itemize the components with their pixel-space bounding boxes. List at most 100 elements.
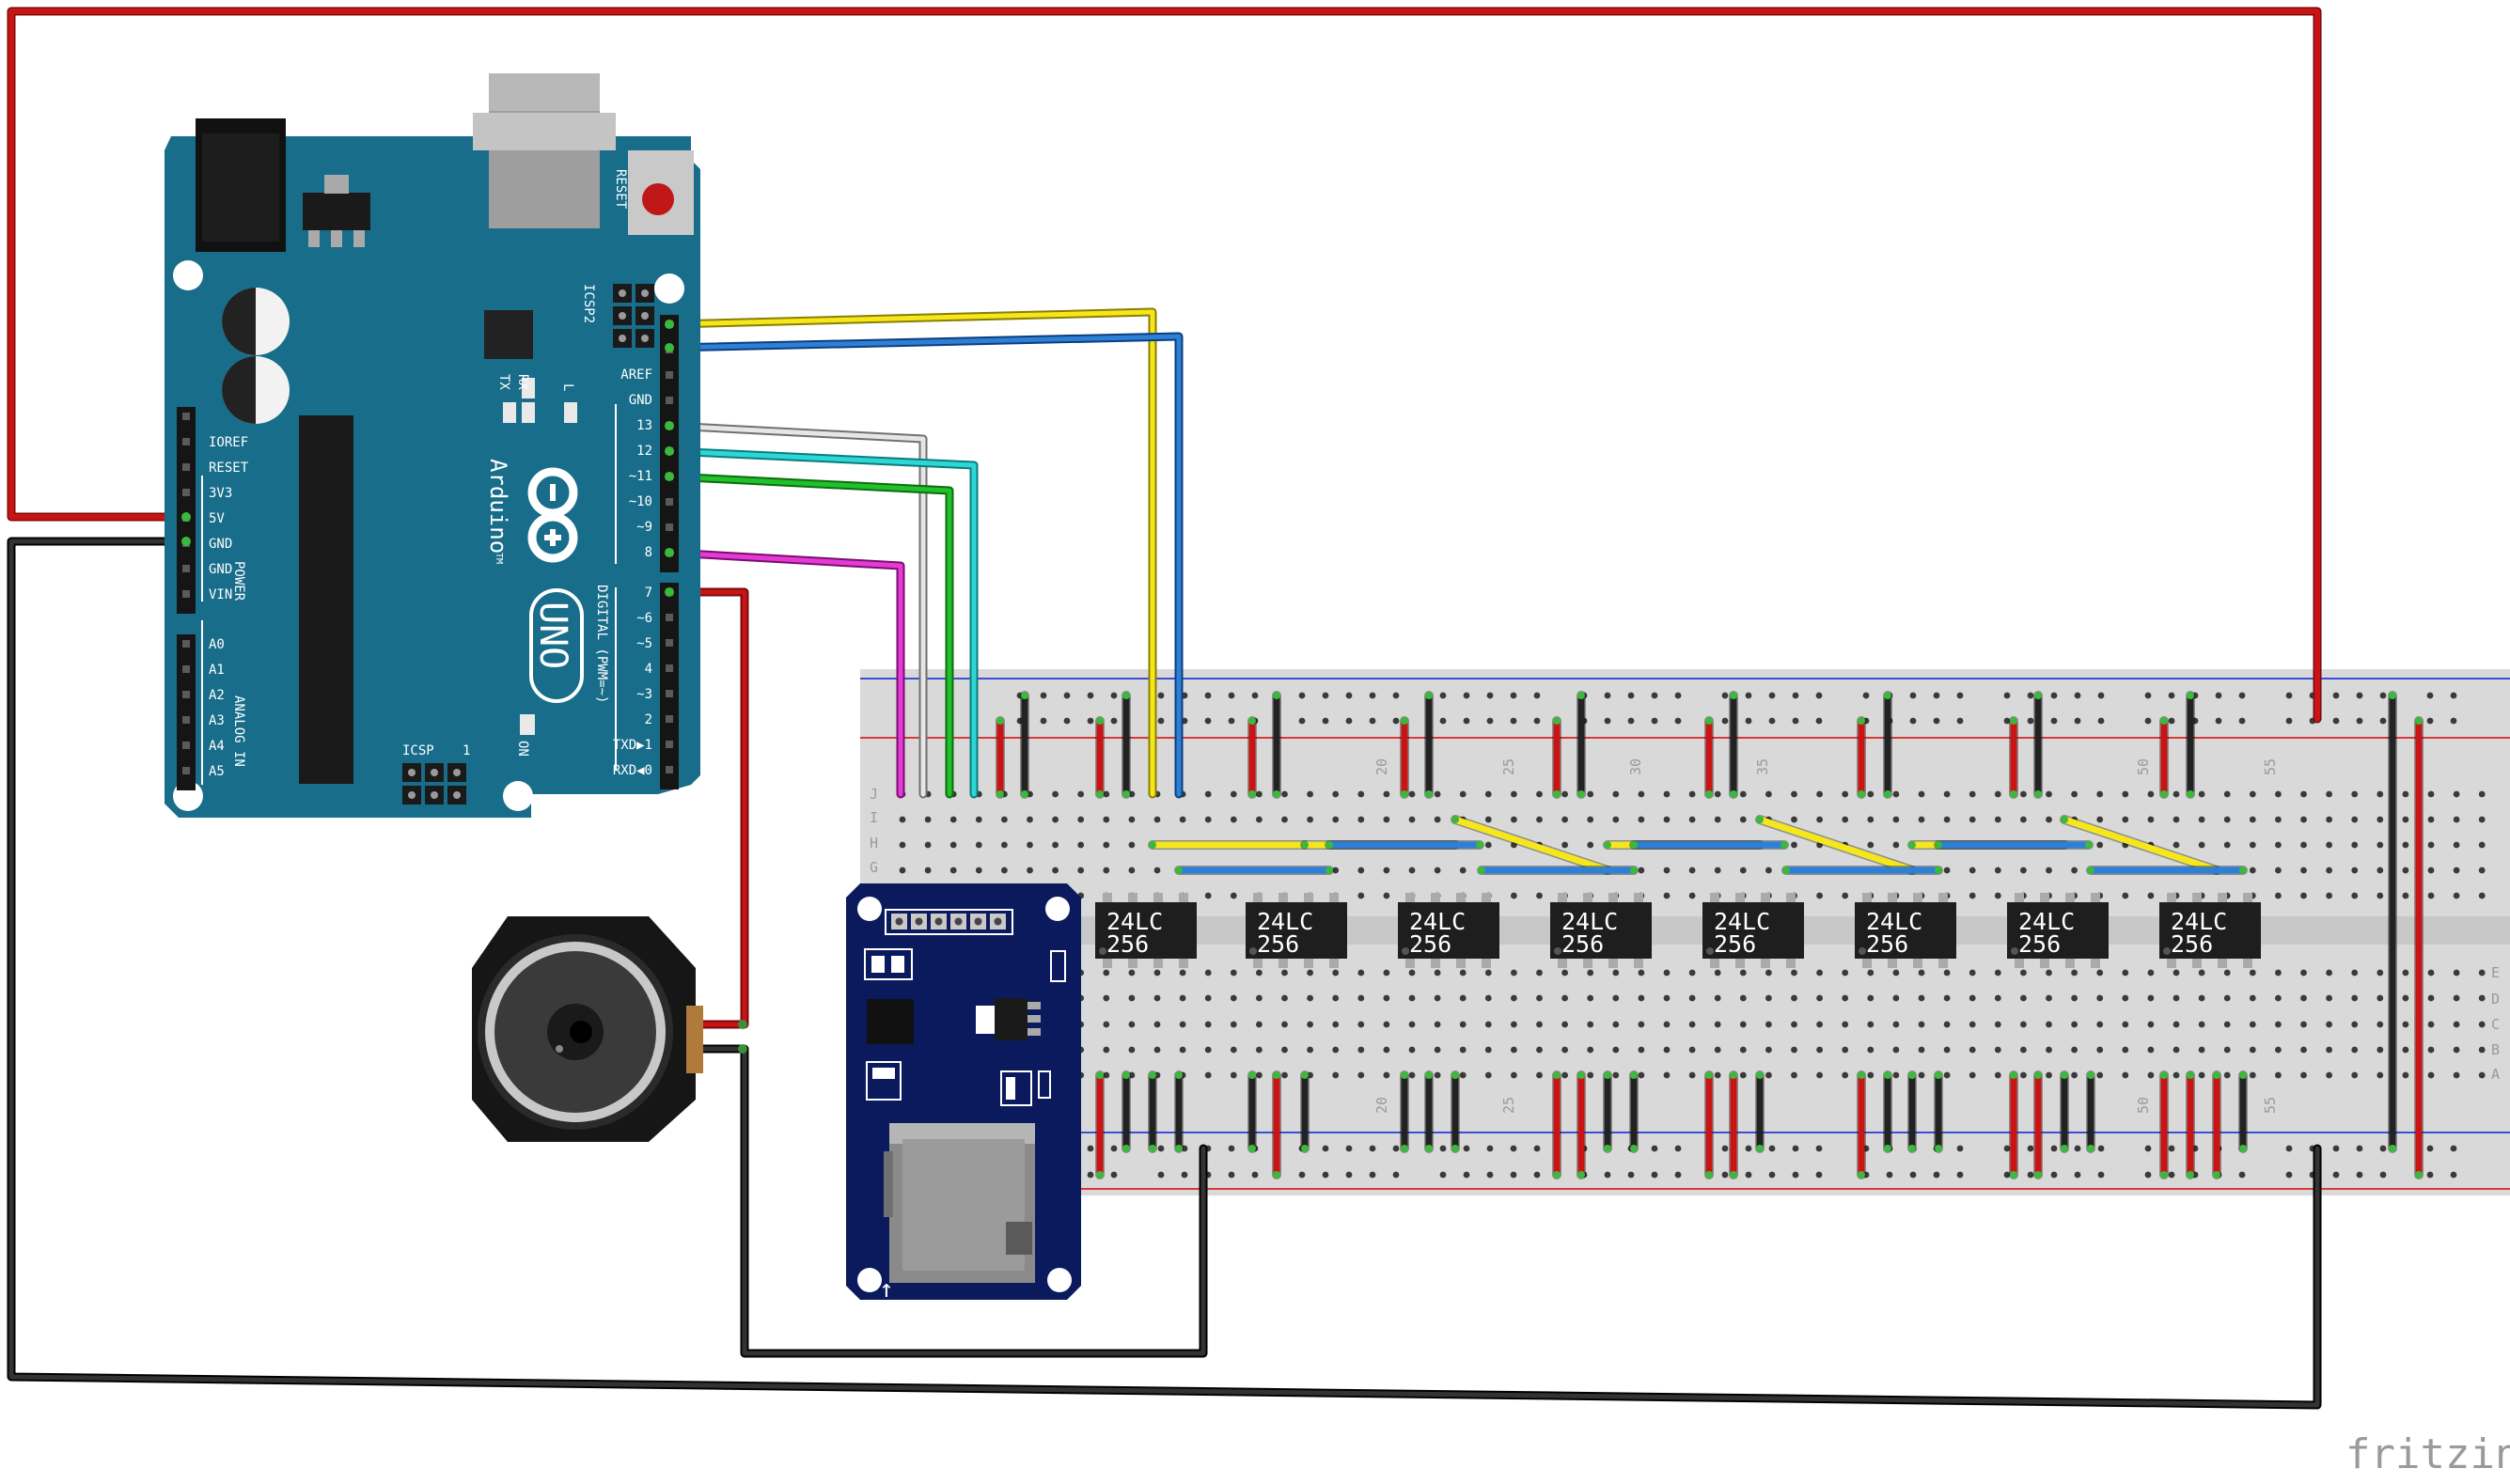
sd-arrow-icon: ↑ bbox=[879, 1275, 894, 1304]
column-number-30: 30 bbox=[1627, 758, 1644, 775]
icsp-header bbox=[402, 763, 466, 804]
usb-chip bbox=[484, 310, 533, 359]
digital-pin-label: 4 bbox=[645, 662, 652, 677]
reset-label: RESET bbox=[613, 169, 628, 210]
fritzing-watermark: fritzing bbox=[2345, 1430, 2510, 1478]
eeprom-chip-line2: 256 bbox=[1106, 930, 1149, 958]
analog-pin-label: A0 bbox=[209, 637, 225, 652]
rx-led bbox=[522, 402, 535, 423]
digital-pin-label: ~11 bbox=[629, 469, 652, 484]
eeprom-chip-line2: 256 bbox=[1714, 930, 1756, 958]
wire-5v-core bbox=[8, 8, 2320, 722]
digital-pin-label: RXD◀0 bbox=[613, 763, 652, 778]
eeprom-chip-line1: 24LC bbox=[1257, 908, 1313, 935]
power-pin-label: RESET bbox=[209, 461, 249, 476]
speaker bbox=[472, 916, 747, 1142]
icsp-pin1-label: 1 bbox=[463, 743, 470, 758]
digital-pin-label: ~3 bbox=[636, 687, 652, 702]
reset-button-cap[interactable] bbox=[642, 183, 674, 215]
digital-pin-label: ~6 bbox=[636, 611, 652, 626]
wires bbox=[7, 7, 2322, 1410]
column-number-50: 50 bbox=[2135, 758, 2152, 775]
wire-cs-core bbox=[667, 550, 903, 797]
sd-card-module: ↑ bbox=[846, 883, 1081, 1304]
column-number-55: 55 bbox=[2262, 758, 2279, 775]
mounting-hole bbox=[857, 1268, 882, 1292]
wire-miso-core bbox=[667, 448, 977, 797]
column-number-20-bottom: 20 bbox=[1373, 1097, 1390, 1114]
row-letter-b: B bbox=[2491, 1041, 2500, 1058]
column-number-55-bottom: 55 bbox=[2262, 1097, 2279, 1114]
on-label: ON bbox=[515, 741, 530, 757]
row-letter-j: J bbox=[870, 786, 878, 803]
speaker-terminals bbox=[686, 1006, 703, 1073]
analog-label: ANALOG IN bbox=[231, 695, 246, 767]
eeprom-chip-line1: 24LC bbox=[2171, 908, 2227, 935]
row-letter-d: D bbox=[2491, 991, 2500, 1008]
wire-speaker-gnd-core bbox=[695, 1046, 1206, 1356]
tx-led bbox=[503, 402, 516, 423]
trademark: TM bbox=[494, 553, 504, 564]
sd-regulator bbox=[995, 998, 1028, 1040]
digital-pin-label: 8 bbox=[645, 545, 652, 560]
digital-pin-label: ~10 bbox=[629, 494, 652, 509]
analog-pin-label: A1 bbox=[209, 663, 225, 678]
digital-pin-label: 13 bbox=[636, 418, 652, 433]
eeprom-chips: 24LC25624LC25624LC25624LC25624LC25624LC2… bbox=[1095, 893, 2261, 968]
eeprom-chip-line2: 256 bbox=[1409, 930, 1451, 958]
arduino-brand: Arduino bbox=[485, 459, 511, 554]
pin-headers: AREFGND1312~11~10~987~6~54~32TXD▶1RXD◀0I… bbox=[177, 315, 679, 790]
analog-pin-label: A3 bbox=[209, 713, 225, 728]
icsp2-label: ICSP2 bbox=[581, 284, 596, 323]
l-label: L bbox=[560, 383, 575, 391]
eeprom-chip-line1: 24LC bbox=[1409, 908, 1466, 935]
row-letter-a: A bbox=[2491, 1066, 2500, 1083]
row-letter-c: C bbox=[2491, 1016, 2500, 1033]
power-pin-label: IOREF bbox=[209, 435, 248, 450]
mounting-hole bbox=[1045, 897, 1070, 921]
row-letter-e: E bbox=[2491, 964, 2500, 981]
mounting-hole bbox=[503, 781, 533, 811]
power-pin-label: VIN bbox=[209, 587, 232, 602]
eeprom-chip-line2: 256 bbox=[1561, 930, 1604, 958]
power-pin-label: GND bbox=[209, 537, 232, 552]
rx-label: RX bbox=[515, 374, 530, 390]
row-letter-g: G bbox=[870, 859, 878, 876]
power-label: POWER bbox=[231, 561, 246, 601]
row-letter-h: H bbox=[870, 835, 878, 851]
analog-pin-label: A5 bbox=[209, 764, 225, 779]
digital-pin-label: 2 bbox=[645, 712, 652, 727]
breadboard-jumpers bbox=[996, 691, 2424, 1179]
wire-sda-core bbox=[667, 309, 1155, 797]
icsp2-header bbox=[613, 284, 654, 348]
on-led bbox=[520, 714, 535, 735]
sd-ic-chip bbox=[867, 999, 914, 1044]
digital-pin-label: AREF bbox=[620, 367, 652, 383]
arduino-uno-board: RESET ICSP2 TX RX L ON bbox=[165, 73, 700, 818]
digital-pin-label: 12 bbox=[636, 444, 652, 459]
column-number-25-bottom: 25 bbox=[1500, 1097, 1517, 1114]
wire-gnd-core bbox=[8, 539, 2320, 1408]
eeprom-chip-line2: 256 bbox=[1866, 930, 1908, 958]
column-number-25: 25 bbox=[1500, 758, 1517, 775]
mounting-hole bbox=[857, 897, 882, 921]
power-pin-label: GND bbox=[209, 562, 232, 577]
atmega-chip bbox=[299, 415, 353, 784]
analog-pin-label: A4 bbox=[209, 739, 225, 754]
wire-scl-core bbox=[667, 334, 1182, 797]
eeprom-chip-line1: 24LC bbox=[1561, 908, 1618, 935]
digital-pin-label: TXD▶1 bbox=[613, 738, 652, 753]
eeprom-chip-line1: 24LC bbox=[1714, 908, 1770, 935]
column-number-50-bottom: 50 bbox=[2135, 1097, 2152, 1114]
digital-pin-label: 7 bbox=[645, 586, 652, 601]
row-letter-i: I bbox=[870, 809, 878, 826]
wire-speaker-signal-core bbox=[665, 589, 747, 1027]
